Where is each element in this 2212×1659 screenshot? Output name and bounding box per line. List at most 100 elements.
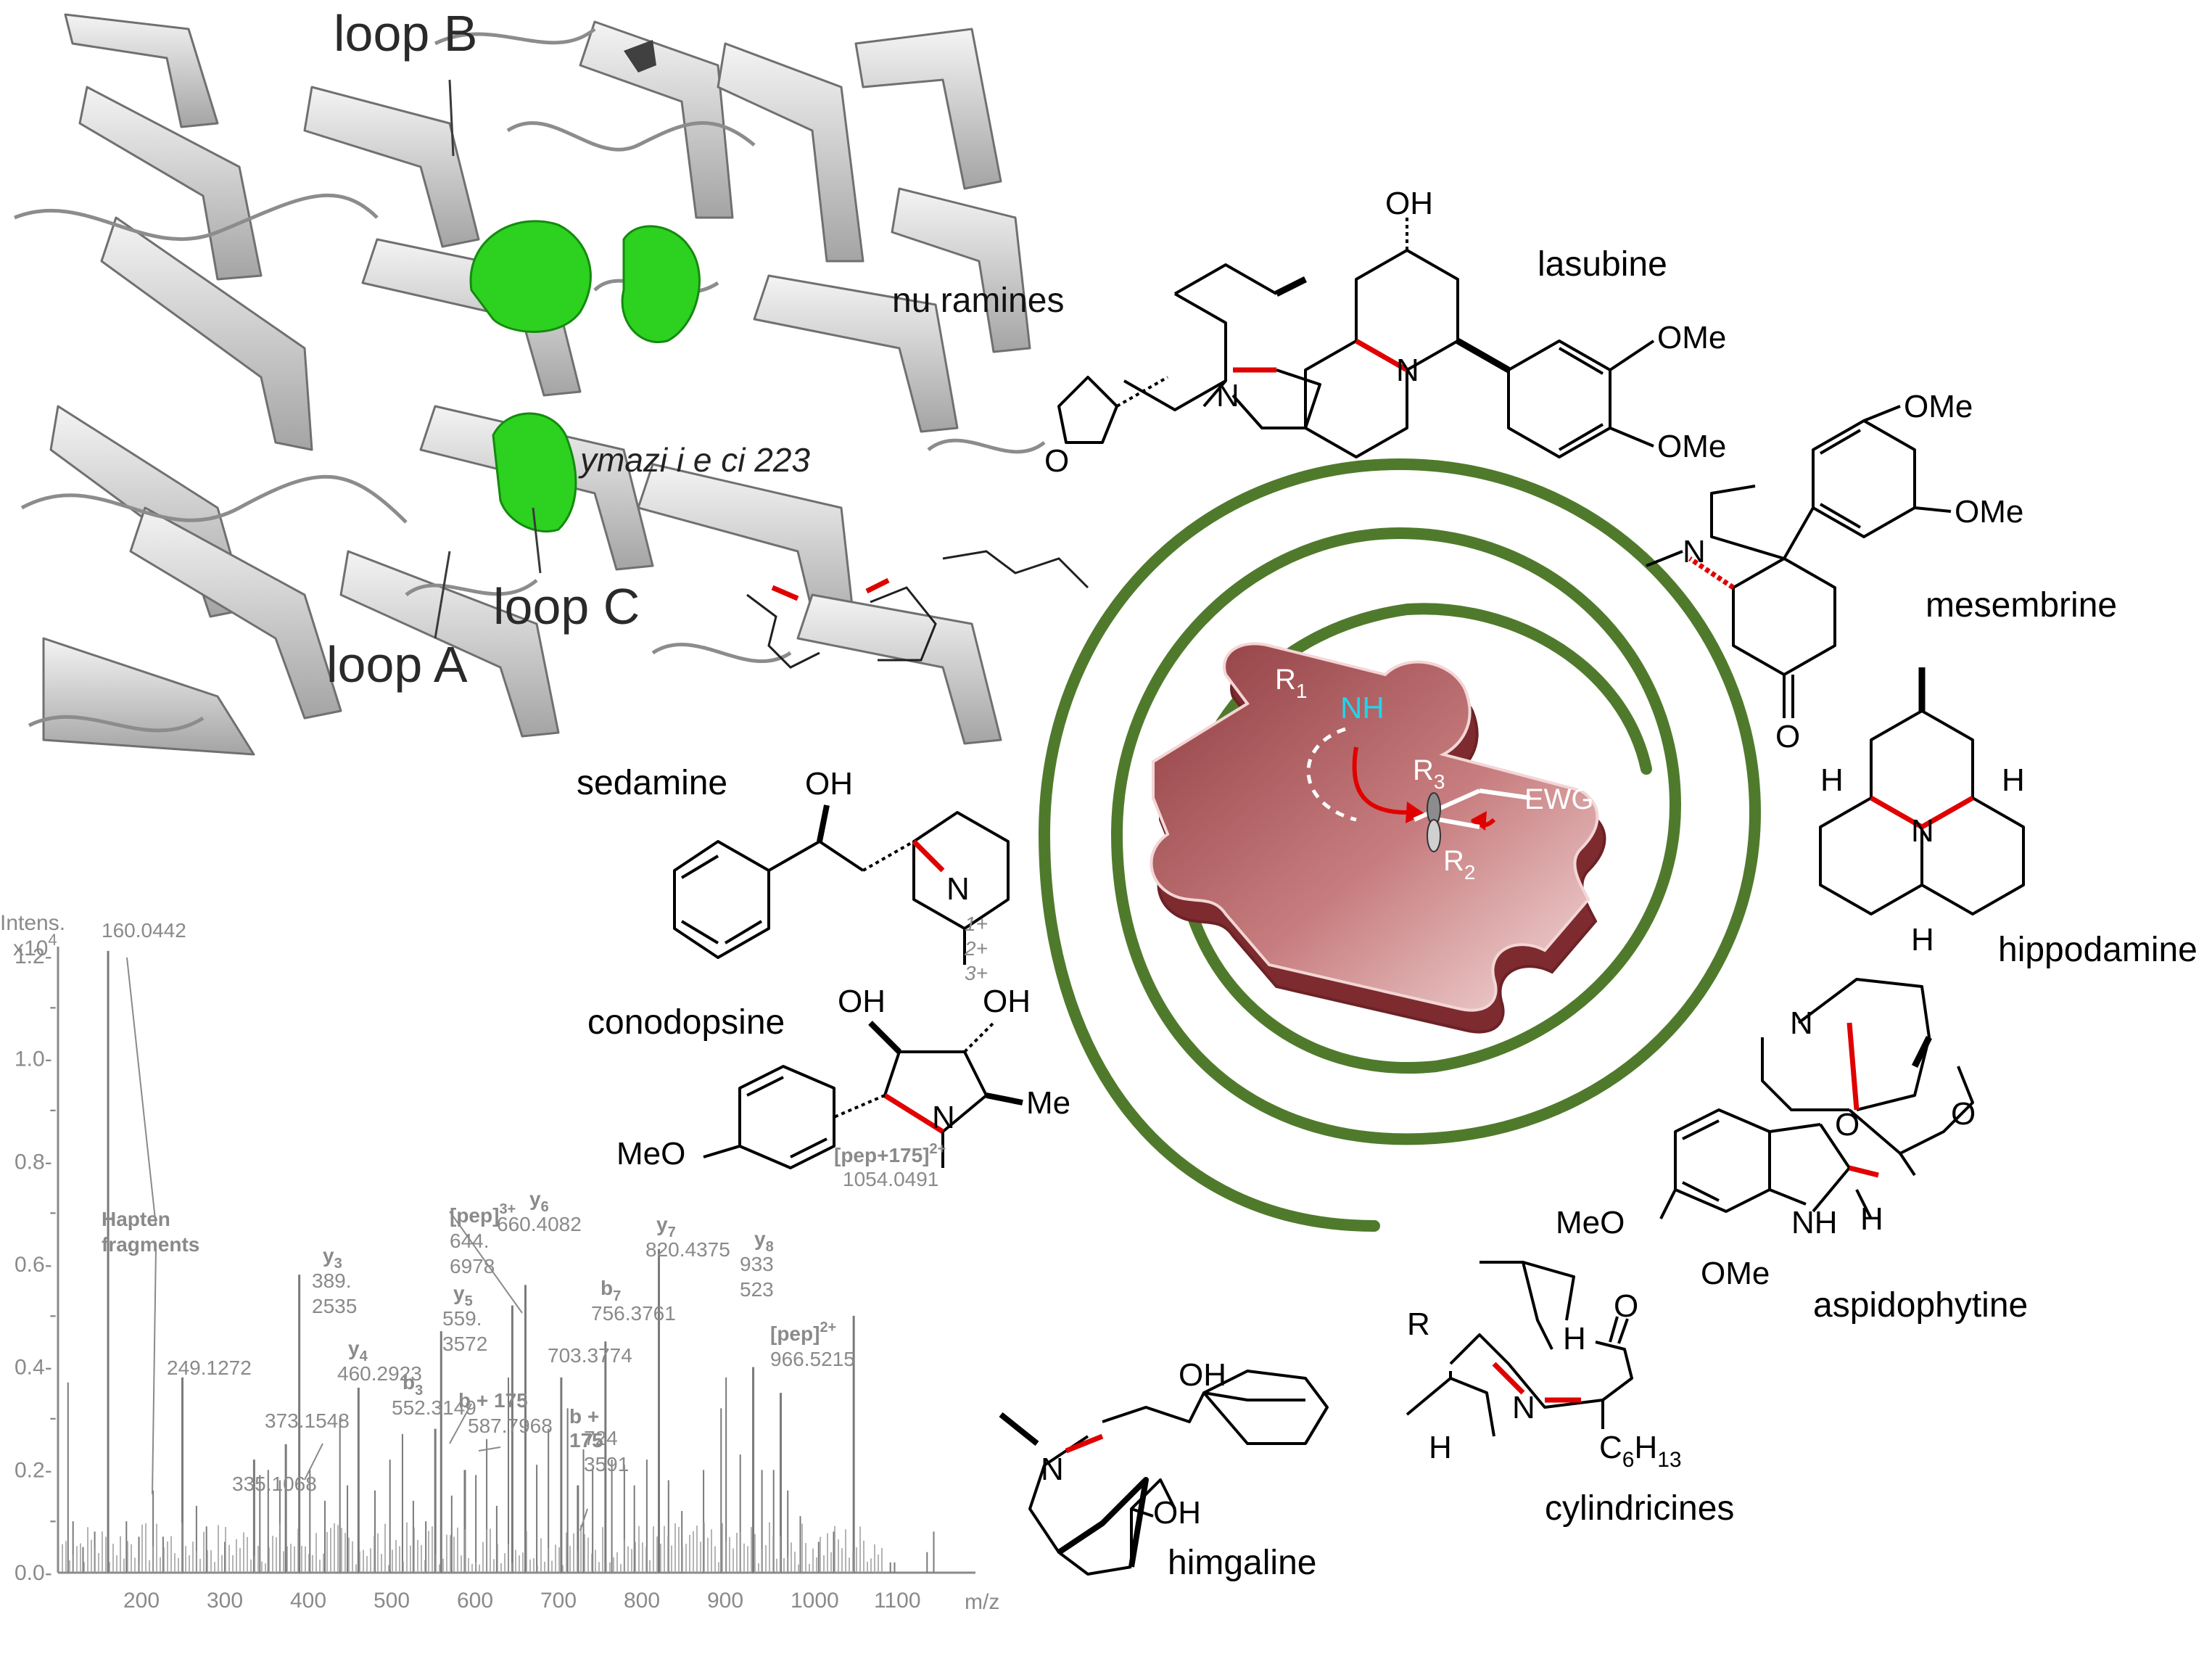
red-ring-bonds-protein — [771, 577, 890, 601]
ms-peak-724: 724 — [584, 1427, 618, 1449]
ms-xtick: 300 — [207, 1589, 243, 1613]
hippodamine-n: N — [1911, 813, 1934, 849]
hippodamine-name: hippodamine — [1998, 931, 2197, 969]
puzzle-reaction-arrows — [1306, 727, 1531, 852]
mesembrine-name: mesembrine — [1926, 586, 2117, 625]
ms-xtick: 900 — [707, 1589, 743, 1613]
ms-ytick-minor: - — [49, 1200, 57, 1224]
ms-b7-ion: b7 — [601, 1277, 621, 1304]
himgaline-n: N — [1041, 1452, 1064, 1487]
ms-y5-ion: y5 — [453, 1282, 473, 1309]
ms-peak-389a: 389. — [312, 1269, 352, 1292]
ms-hapten-label: Hapten — [102, 1208, 170, 1230]
ms-ytick-minor: - — [49, 1303, 57, 1327]
ms-peak-1054: 1054.0491 — [843, 1168, 938, 1190]
ms-ytick: 1.0- — [15, 1047, 52, 1071]
nuphar-o: O — [1044, 443, 1069, 479]
ms-xtick: 600 — [457, 1589, 493, 1613]
ms-peak-460: 460.2923 — [337, 1362, 422, 1385]
himgaline-structure: OH OH N himgaline — [999, 1357, 1329, 1582]
ms-y8-ion: y8 — [754, 1227, 774, 1255]
lasubine-oh: OH — [1385, 186, 1433, 221]
ms-xunit-label: m/z — [965, 1590, 999, 1614]
ms-peak-703: 703.3774 — [548, 1344, 632, 1367]
ms-x10-label: x104 — [13, 931, 57, 960]
sedamine-structure: OH N sedamine — [577, 764, 1010, 965]
mesembrine-o: O — [1775, 719, 1800, 754]
cylindricines-n: N — [1512, 1390, 1535, 1425]
ms-intens-label: Intens. — [0, 911, 65, 935]
ms-peaks — [62, 950, 935, 1573]
ms-ytick-minor: - — [49, 1406, 57, 1430]
ms-peak-587: 587.7968 — [468, 1415, 553, 1437]
ms-ytick-minor: - — [49, 1098, 57, 1121]
ms-pep3-ion: [pep]3+ — [450, 1201, 516, 1227]
sedamine-name: sedamine — [577, 764, 727, 802]
hippodamine-h-3: H — [1911, 922, 1934, 958]
dark-helix — [624, 40, 656, 73]
mesembrine-structure: OMe OMe N O mesembrine — [1646, 389, 2117, 754]
puzzle-r1: R1 — [1275, 664, 1307, 702]
ms-b11-ion: b + — [569, 1405, 599, 1428]
ms-peak-933a: 933 — [740, 1253, 774, 1275]
loop-b-label: loop B — [334, 5, 477, 62]
loop-c-label: loop C — [493, 578, 640, 635]
aspidophytine-ome: OMe — [1701, 1256, 1770, 1291]
cylindricines-h-1: H — [1563, 1321, 1586, 1357]
ms-y6-ion: y6 — [529, 1187, 549, 1215]
aspidophytine-o-ketone: O — [1951, 1096, 1976, 1132]
cylindricines-o: O — [1614, 1288, 1638, 1324]
mesembrine-n: N — [1683, 534, 1706, 569]
puzzle-r3: R3 — [1413, 754, 1445, 793]
conodopsine-me: Me — [1026, 1085, 1070, 1121]
ms-xtick: 1100 — [874, 1589, 921, 1613]
ms-xtick: 400 — [290, 1589, 326, 1613]
puzzle-nh: NH — [1340, 691, 1384, 725]
hippodamine-structure: N H H H hippodamine — [1819, 667, 2197, 969]
cylindricines-name: cylindricines — [1545, 1489, 1734, 1528]
ms-peak-820: 820.4375 — [645, 1238, 730, 1261]
green-binding-densities — [469, 220, 701, 533]
cylindricines-h-2: H — [1429, 1430, 1452, 1465]
ms-peak-966: 966.5215 — [770, 1348, 855, 1370]
ms-charge-3: 3+ — [965, 962, 988, 984]
ms-charge-2: 2+ — [964, 937, 988, 960]
ms-fragments-label: fragments — [102, 1233, 199, 1256]
lasubine-ome-1: OMe — [1657, 320, 1726, 355]
ms-peak-552: 552.3149 — [392, 1396, 476, 1419]
aspidophytine-name: aspidophytine — [1813, 1286, 2028, 1325]
overlap-label-nuphar: nu ramines — [892, 281, 1064, 320]
ms-pep2-ion: [pep]2+ — [770, 1320, 836, 1345]
ms-peak-3591: 3591 — [584, 1453, 629, 1475]
ms-ytick: 0.4- — [15, 1356, 52, 1380]
loop-a-label: loop A — [326, 636, 468, 693]
ms-peak-933b: 523 — [740, 1278, 774, 1301]
conodopsine-oh-2: OH — [983, 984, 1031, 1019]
cylindricines-c6h13: C6H13 — [1599, 1430, 1682, 1472]
himgaline-name: himgaline — [1168, 1544, 1316, 1582]
loop-label-lines — [434, 79, 542, 639]
ms-peak-389b: 2535 — [312, 1295, 357, 1317]
nuphar-structure: N O — [1044, 263, 1321, 479]
conodopsine-oh-1: OH — [838, 984, 886, 1019]
hippodamine-h-2: H — [2002, 762, 2025, 798]
ms-peak-559b: 3572 — [442, 1333, 487, 1355]
ms-xtick: 500 — [374, 1589, 410, 1613]
ms-b6-ion: b + 175 — [458, 1389, 528, 1412]
ms-peak-160: 160.0442 — [102, 919, 186, 942]
ms-xtick: 200 — [123, 1589, 160, 1613]
overlap-ring-sketch — [746, 550, 1089, 669]
ms-y4-ion: y4 — [348, 1337, 368, 1364]
ms-peak-373: 373.1548 — [265, 1409, 350, 1432]
ms-ytick: 1.2- — [15, 944, 52, 968]
ms-ytick-minor: - — [49, 1508, 57, 1532]
aspidophytine-meo: MeO — [1556, 1205, 1625, 1240]
ms-labels: Intens. x104 m/z 1+ 2+ 3+ Hapten fragmen… — [0, 911, 999, 1614]
sedamine-n: N — [946, 871, 970, 907]
aspidophytine-nh: NH — [1791, 1205, 1838, 1240]
puzzle-r2: R2 — [1443, 845, 1475, 884]
mesembrine-ome-2: OMe — [1955, 494, 2023, 530]
aspidophytine-structure: N O O MeO OMe NH H aspidophytine — [1556, 978, 2028, 1325]
lasubine-n: N — [1396, 353, 1419, 388]
